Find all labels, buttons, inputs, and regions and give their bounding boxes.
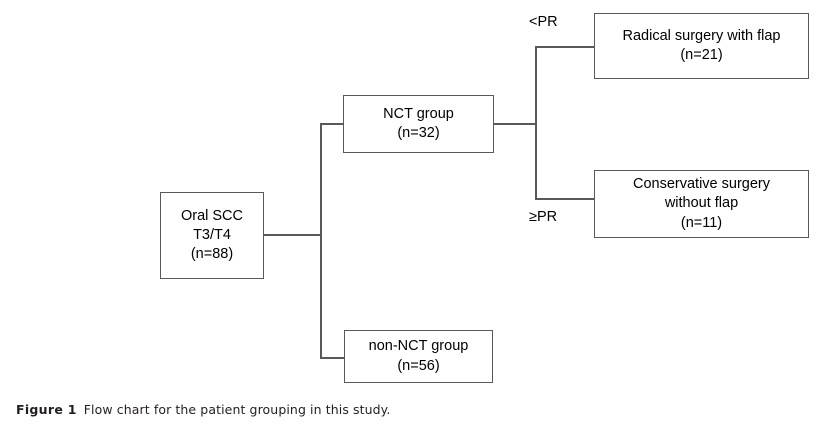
node-non-nct-group-line1: non-NCT group bbox=[368, 338, 469, 355]
node-nct-group-line2: (n=32) bbox=[397, 125, 440, 141]
node-conservative-surgery-line3: (n=11) bbox=[680, 214, 723, 231]
node-oral-scc-line1: Oral SCC bbox=[180, 207, 244, 224]
node-nct-group: NCT group (n=32) bbox=[343, 95, 494, 153]
edge-label-less-than-pr: <PR bbox=[529, 14, 558, 30]
figure-caption-label: Figure 1 bbox=[16, 402, 77, 417]
node-non-nct-group-line2: (n=56) bbox=[397, 357, 440, 374]
edge-label-greater-equal-pr: ≥PR bbox=[529, 209, 558, 225]
edge-trunk-to-nct bbox=[320, 123, 344, 125]
node-non-nct-group: non-NCT group (n=56) bbox=[344, 330, 493, 383]
node-radical-surgery: Radical surgery with flap (n=21) bbox=[594, 13, 809, 79]
node-nct-group-line1: NCT group bbox=[383, 105, 454, 122]
node-conservative-surgery: Conservative surgery without flap (n=11) bbox=[594, 170, 809, 238]
edge-right-trunk bbox=[535, 46, 537, 199]
node-oral-scc: Oral SCC T3/T4 (n=88) bbox=[160, 192, 264, 279]
figure-caption: Figure 1 Flow chart for the patient group… bbox=[16, 402, 390, 417]
edge-left-trunk bbox=[320, 123, 322, 358]
node-radical-surgery-line2: (n=21) bbox=[680, 47, 723, 63]
edge-trunk-to-non-nct bbox=[320, 357, 345, 359]
node-radical-surgery-line1: Radical surgery with flap bbox=[622, 27, 781, 44]
node-conservative-surgery-line1: Conservative surgery bbox=[633, 176, 770, 193]
edge-trunk-to-conservative bbox=[535, 198, 595, 200]
flow-chart: <PR ≥PR Oral SCC T3/T4 (n=88) NCT group … bbox=[160, 13, 809, 383]
edge-trunk-to-radical bbox=[535, 46, 595, 48]
node-oral-scc-line3: (n=88) bbox=[190, 246, 234, 263]
node-conservative-surgery-line2: without flap bbox=[664, 195, 739, 212]
edge-nct-stub bbox=[493, 123, 536, 125]
figure-caption-text: Flow chart for the patient grouping in t… bbox=[83, 402, 391, 417]
node-oral-scc-line2: T3/T4 bbox=[193, 226, 231, 243]
edge-root-stub bbox=[263, 234, 321, 236]
